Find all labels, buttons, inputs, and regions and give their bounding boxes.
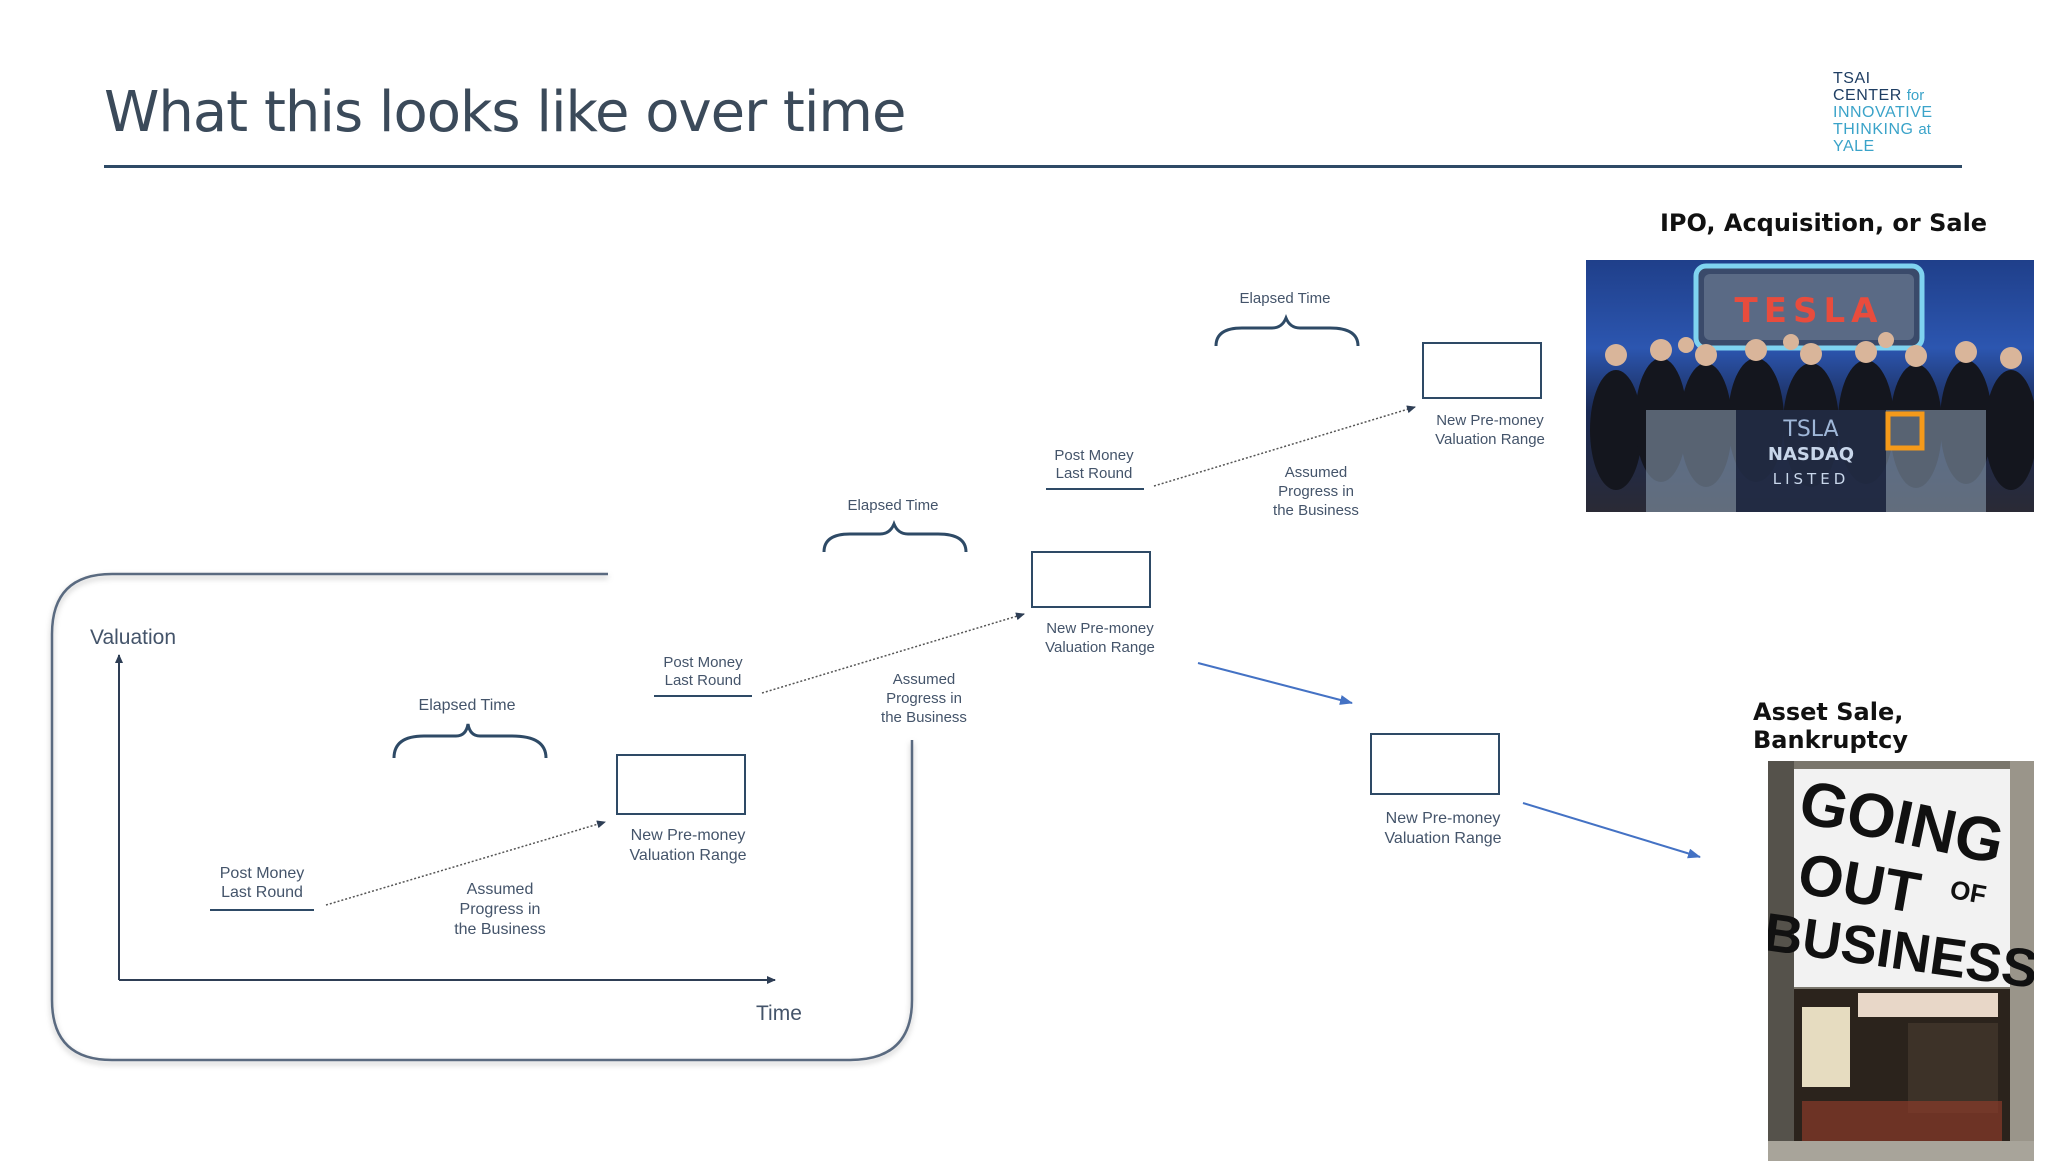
valuation-range-label: New Pre-money (1436, 412, 1544, 429)
down-valuation-range-box (1370, 733, 1500, 795)
stage-1: Elapsed Time Post Money Last Round Assum… (210, 697, 747, 938)
slide-title: What this looks like over time (104, 80, 906, 145)
post-money-label: Post Money (220, 865, 304, 882)
ipo-sign-text: TESLA (1735, 291, 1884, 331)
elapsed-brace (392, 723, 548, 759)
asset-sale-header: Asset Sale, Bankruptcy (1753, 698, 1908, 754)
valuation-range-box (1031, 551, 1151, 608)
valuation-range-label: Valuation Range (1045, 639, 1155, 656)
progress-arrow (325, 820, 606, 906)
down-arrow-2 (1522, 802, 1701, 859)
post-money-label: Last Round (665, 672, 742, 689)
logo-line-4-small: at (1918, 121, 1931, 138)
post-money-label: Post Money (1054, 447, 1134, 464)
down-arrow-1 (1197, 662, 1353, 705)
assumed-progress-label: Progress in (460, 901, 541, 918)
elapsed-brace (1214, 313, 1360, 347)
valuation-range-box (1422, 342, 1542, 399)
ipo-podium-text: NASDAQ (1768, 444, 1854, 465)
elapsed-brace (822, 519, 968, 553)
ipo-header: IPO, Acquisition, or Sale (1660, 209, 1988, 237)
elapsed-time-label: Elapsed Time (848, 497, 939, 514)
assumed-progress-label: the Business (454, 921, 546, 938)
valuation-range-label: New Pre-money (1046, 620, 1154, 637)
post-money-label: Last Round (221, 884, 303, 901)
logo-line-3: INNOVATIVE (1833, 104, 1933, 121)
assumed-progress-label: Assumed (1285, 464, 1348, 481)
elapsed-time-label: Elapsed Time (1240, 290, 1331, 307)
elapsed-time-label: Elapsed Time (419, 697, 516, 714)
assumed-progress-label: Progress in (1278, 483, 1354, 500)
logo-line-2-small: for (1906, 87, 1925, 104)
assumed-progress-label: Progress in (886, 690, 962, 707)
stage-3: Elapsed Time Post Money Last Round Assum… (1046, 290, 1545, 519)
down-valuation-range-label: Valuation Range (1384, 830, 1501, 847)
down-path: New Pre-money Valuation Range (1197, 662, 1701, 859)
x-axis-label: Time (756, 1002, 802, 1025)
valuation-range-label: Valuation Range (1435, 431, 1545, 448)
logo-line-2: CENTER (1833, 87, 1902, 104)
diagram-frame (50, 572, 914, 1062)
assumed-progress-label: Assumed (467, 881, 534, 898)
logo-line-4: THINKING (1833, 121, 1914, 138)
progress-arrow (761, 612, 1025, 694)
assumed-progress-label: Assumed (893, 671, 956, 688)
y-axis-label: Valuation (90, 626, 176, 649)
logo-line-1: TSAI (1833, 70, 1871, 87)
store-sign-text: OF (1948, 874, 1989, 910)
logo-line-5: YALE (1833, 138, 1875, 155)
bankruptcy-photo: GOING OUT OF BUSINESS (1768, 761, 2034, 1161)
post-money-label: Last Round (1056, 465, 1133, 482)
ipo-podium-text: TSLA (1782, 417, 1838, 442)
stage-2: Elapsed Time Post Money Last Round Assum… (654, 497, 1155, 726)
valuation-range-label: New Pre-money (631, 827, 746, 844)
valuation-range-box (616, 754, 746, 815)
valuation-range-label: Valuation Range (629, 847, 746, 864)
post-money-label: Post Money (663, 654, 743, 671)
assumed-progress-label: the Business (1273, 502, 1359, 519)
assumed-progress-label: the Business (881, 709, 967, 726)
progress-arrow (1153, 405, 1416, 487)
down-valuation-range-label: New Pre-money (1386, 810, 1501, 827)
ipo-photo: TESLA TSLA NASDAQ LISTED (1586, 260, 2034, 512)
tsai-center-logo: TSAI CENTER for INNOVATIVE THINKING at Y… (1833, 70, 1933, 155)
title-rule (104, 165, 1962, 168)
ipo-podium-text: LISTED (1773, 470, 1850, 488)
